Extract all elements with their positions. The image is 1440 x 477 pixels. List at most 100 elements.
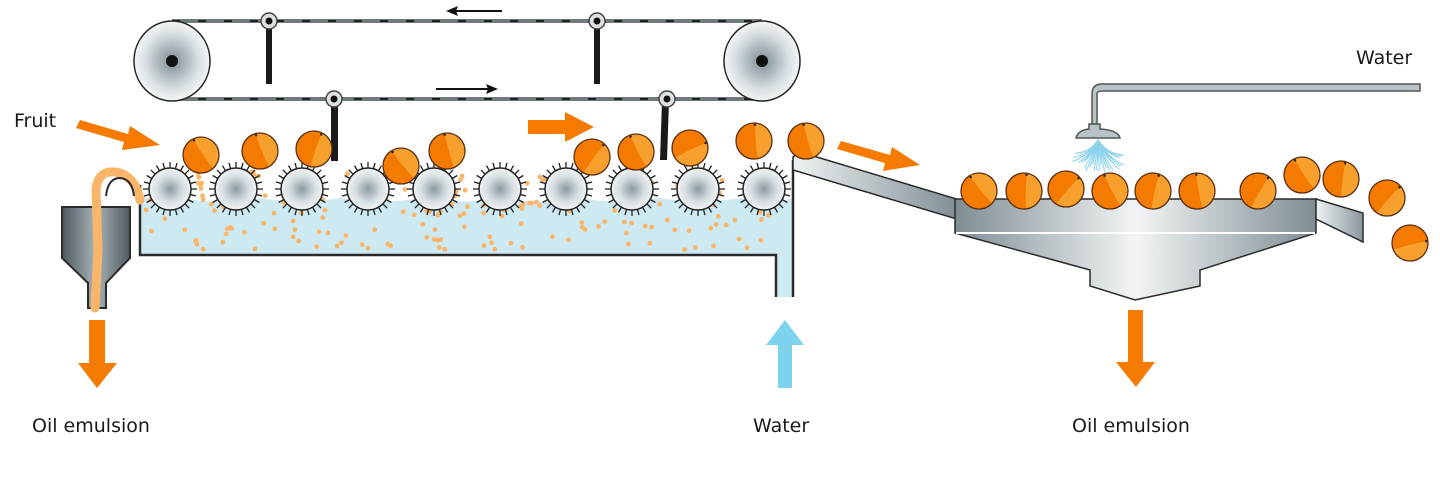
- fruit-flow-arrow-icon: [837, 141, 920, 171]
- fruit-flow-arrow-icon: [528, 112, 594, 142]
- oil-collection-hopper: [61, 167, 145, 313]
- oil-droplet: [626, 241, 631, 247]
- oil-droplet: [715, 213, 721, 219]
- oil-droplet: [458, 176, 463, 182]
- oil-droplet: [208, 201, 214, 207]
- oil-droplet: [462, 224, 467, 230]
- oil-droplet: [325, 230, 331, 236]
- fruit: [617, 133, 655, 172]
- oil-droplet: [334, 243, 340, 249]
- oil-out-right-arrow-icon: [1116, 310, 1155, 387]
- oil-droplet: [298, 210, 304, 216]
- fruit: [1283, 156, 1321, 195]
- fruit: [1321, 160, 1360, 198]
- oil-droplet: [757, 209, 763, 215]
- spiked-roller: [275, 162, 329, 216]
- oil-droplet: [199, 180, 205, 186]
- oil-droplet: [519, 206, 525, 211]
- spiked-roller: [737, 162, 791, 216]
- oil-droplet: [732, 217, 738, 223]
- fruit: [240, 132, 279, 171]
- oil-droplet: [499, 213, 505, 219]
- oil-droplet: [411, 212, 417, 218]
- oil-droplet: [432, 227, 438, 233]
- fruits: [182, 122, 1429, 262]
- oil-droplet: [621, 219, 627, 225]
- oil-droplet: [647, 240, 653, 246]
- oil-droplet: [481, 243, 487, 248]
- fruit: [427, 132, 466, 171]
- right-pulley: [723, 20, 801, 102]
- oil-droplet: [642, 223, 648, 229]
- water-bottom-label: Water: [753, 415, 810, 437]
- oil-droplet: [465, 204, 470, 210]
- fruit-in-arrow-icon: [76, 120, 160, 150]
- oil-droplet: [534, 199, 539, 205]
- fruit: [1368, 179, 1406, 217]
- oil-droplet: [290, 234, 296, 240]
- oil-droplet: [708, 225, 714, 231]
- oil-droplet: [359, 242, 365, 247]
- oil-droplet: [766, 212, 771, 218]
- spiked-roller: [473, 162, 527, 216]
- oil-droplet: [520, 244, 525, 250]
- oil-droplet: [736, 236, 742, 242]
- oil-droplet: [196, 174, 202, 180]
- oil-droplet: [200, 246, 206, 252]
- abrasion-rollers: [143, 162, 791, 216]
- oil-droplet: [292, 227, 298, 233]
- oil-droplet: [461, 211, 467, 216]
- spiked-roller: [209, 162, 263, 216]
- oil-droplet: [489, 240, 494, 246]
- fruit: [1047, 170, 1085, 208]
- oil-droplet: [365, 245, 371, 251]
- oil-droplet: [149, 228, 154, 234]
- water-in-bottom-arrow-icon: [766, 320, 804, 388]
- oil-droplet: [442, 246, 448, 252]
- oil-droplet: [271, 210, 277, 216]
- oil-droplet: [316, 229, 322, 235]
- oil-droplet: [162, 216, 168, 222]
- oil-droplet: [424, 234, 430, 240]
- oil-droplet: [492, 246, 498, 252]
- oil-droplet: [438, 237, 444, 242]
- fruit: [382, 147, 420, 186]
- oil-droplet: [744, 245, 750, 251]
- oil-droplet: [195, 180, 201, 186]
- oil-droplet: [372, 227, 378, 233]
- fruit: [1133, 172, 1172, 210]
- fruit: [294, 130, 333, 168]
- oil-droplet: [518, 221, 524, 226]
- oil-droplet: [596, 224, 601, 229]
- oil-droplet: [420, 221, 426, 227]
- oil-droplet: [241, 229, 247, 235]
- oil-droplet: [200, 193, 205, 199]
- exit-chute: [1315, 197, 1364, 244]
- fruit: [786, 122, 825, 161]
- fruit: [1004, 172, 1043, 211]
- oil-droplet: [487, 234, 493, 240]
- fruit: [960, 172, 998, 211]
- oil-droplet: [649, 224, 655, 230]
- oil-droplet: [719, 177, 725, 183]
- oil-droplet: [481, 210, 486, 216]
- left-pulley: [133, 20, 211, 102]
- oil-emulsion-left-label: Oil emulsion: [32, 415, 150, 437]
- oil-droplet: [322, 207, 328, 213]
- oil-droplet: [290, 218, 296, 224]
- oil-droplet: [550, 234, 555, 240]
- spiked-roller: [341, 162, 395, 216]
- fruit: [734, 122, 773, 161]
- oil-droplet: [339, 240, 344, 246]
- belt-direction-left-icon: [446, 6, 502, 16]
- fruit: [1390, 223, 1429, 262]
- oil-droplet: [629, 220, 635, 226]
- oil-droplet: [198, 186, 204, 191]
- oil-droplet: [612, 207, 618, 213]
- spiked-roller: [671, 162, 725, 216]
- oil-droplet: [692, 245, 698, 250]
- oil-droplet: [385, 241, 391, 247]
- oil-droplet: [579, 224, 585, 230]
- fruit-input-label: Fruit: [14, 110, 57, 132]
